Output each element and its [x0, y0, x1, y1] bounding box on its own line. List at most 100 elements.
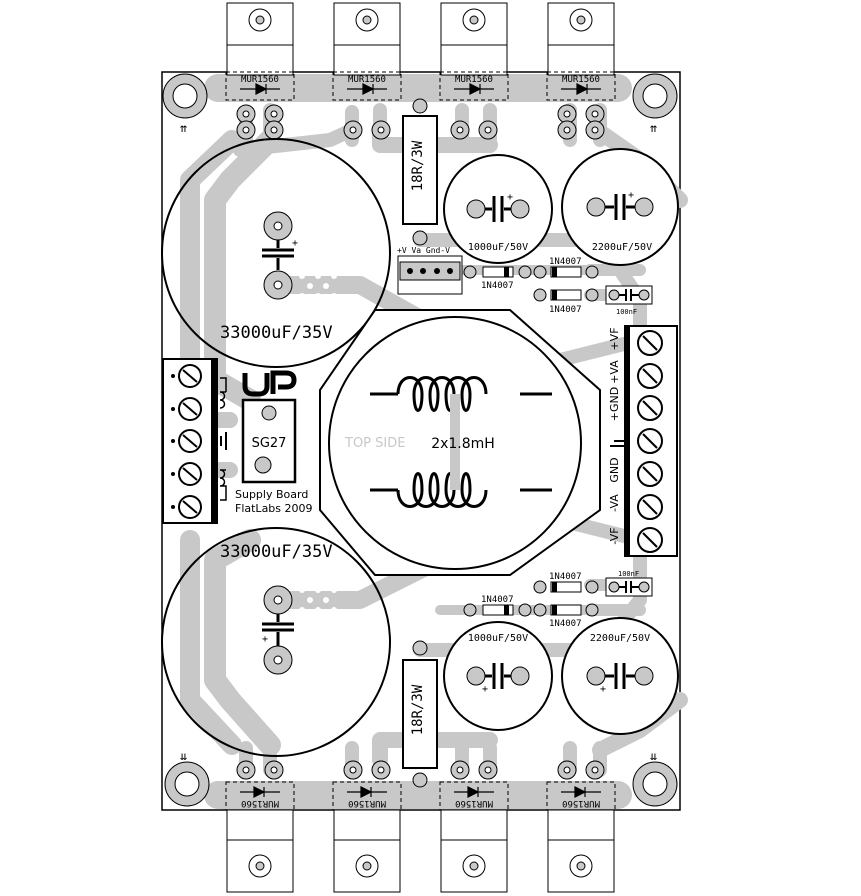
rectifier-footprints-bottom: MUR1560 MUR1560 MUR1560 MUR1560: [225, 760, 616, 811]
ac-symbol-bottom-icon: [219, 469, 227, 501]
diode-1n4007: 1N4007: [533, 257, 599, 279]
big-cap-top: + 33000uF/35V: [161, 138, 391, 368]
ac-terminal-block: [162, 358, 227, 524]
rectifier-label: MUR1560: [241, 75, 279, 85]
screw-terminal: [637, 428, 663, 454]
resistor-top: 18R/3W: [402, 98, 438, 246]
svg-text:+: +: [507, 192, 513, 203]
svg-text:+: +: [292, 238, 298, 249]
rectifier-label: MUR1560: [562, 798, 600, 808]
rectifier-tabs-top: [226, 2, 615, 76]
screw-terminal: [637, 330, 663, 356]
svg-text:1N4007: 1N4007: [481, 595, 514, 605]
svg-text:+: +: [262, 634, 268, 645]
diode-1n4007: 1N4007: [533, 603, 599, 629]
svg-text:⇊: ⇊: [650, 749, 658, 763]
logo-up: [242, 370, 297, 397]
screw-terminal: [637, 527, 663, 553]
rectifier-tabs-bottom: [226, 809, 615, 893]
svg-text:1N4007: 1N4007: [481, 281, 514, 291]
cap-1000uf-top-label: 1000uF/50V: [468, 242, 528, 253]
big-cap-bottom-label: 33000uF/35V: [220, 542, 333, 562]
mounting-hole-br: [632, 761, 678, 807]
mounting-hole-tr: [632, 73, 678, 119]
svg-text:⇈: ⇈: [650, 121, 658, 135]
terminal-label-vf-minus: -VF: [608, 527, 621, 544]
resistor-bottom: 18R/3W: [402, 640, 438, 788]
regulator-ic: SG27: [241, 398, 297, 484]
svg-text:1N4007: 1N4007: [549, 305, 582, 315]
cap-2200uf-bottom: + 2200uF/50V: [561, 617, 679, 735]
terminal-label-vf-plus: +VF: [608, 327, 621, 350]
header-connector: +V Va Gnd-V: [397, 246, 463, 295]
to220-tab: [440, 2, 508, 76]
rectifier-label: MUR1560: [455, 798, 493, 808]
header-label: +V Va Gnd-V: [397, 246, 450, 255]
svg-text:100nF: 100nF: [616, 308, 637, 316]
credit-line-2: FlatLabs 2009: [235, 502, 313, 515]
svg-text:+: +: [482, 684, 488, 695]
film-cap-top: 100nF: [605, 285, 653, 316]
diode-1n4007: 1N4007: [533, 288, 599, 315]
resistor-bottom-label: 18R/3W: [410, 684, 426, 735]
screw-terminal: [171, 397, 202, 421]
screw-terminal: [171, 495, 202, 519]
rectifier-label: MUR1560: [348, 75, 386, 85]
ic-label: SG27: [252, 436, 287, 451]
terminal-label-va-plus: +VA: [608, 360, 621, 384]
big-cap-top-label: 33000uF/35V: [220, 323, 333, 343]
screw-terminal: [171, 429, 202, 453]
terminal-label-gnd-plus: +GND: [608, 387, 621, 421]
film-cap-bottom: 100nF: [605, 570, 653, 597]
rectifier-label: MUR1560: [562, 75, 600, 85]
output-terminal-block: +VF +VA +GND GND -VA -VF: [608, 325, 678, 557]
credits: Supply Board FlatLabs 2009: [235, 488, 313, 515]
screw-terminal: [637, 363, 663, 389]
ac-symbol-top-icon: [219, 377, 227, 409]
mounting-holes: ⇈ ⇈ ⇊ ⇊: [162, 73, 678, 807]
ground-symbol-icon: [220, 432, 227, 450]
svg-text:⇈: ⇈: [180, 121, 188, 135]
rectifier-footprints-top: MUR1560 MUR1560 MUR1560 MUR1560: [225, 71, 616, 140]
terminal-label-va-minus: -VA: [608, 494, 621, 512]
cap-1000uf-top: + 1000uF/50V: [443, 154, 553, 264]
screw-terminal: [637, 494, 663, 520]
credit-line-1: Supply Board: [235, 488, 308, 501]
svg-text:1N4007: 1N4007: [549, 257, 582, 267]
inductor: 2x1.8mH TOP SIDE: [319, 309, 601, 576]
cap-2200uf-top: + 2200uF/50V: [561, 148, 679, 266]
diodes-top: 1N4007 1N4007 1N4007 100nF: [463, 257, 653, 316]
ground-symbol-icon: [610, 440, 628, 447]
svg-text:⇊: ⇊: [180, 749, 188, 763]
svg-text:+: +: [628, 190, 634, 201]
svg-text:+: +: [600, 684, 606, 695]
cap-2200uf-top-label: 2200uF/50V: [592, 242, 652, 253]
resistor-top-label: 18R/3W: [410, 140, 426, 191]
to220-tab: [333, 2, 401, 76]
big-cap-bottom: + 33000uF/35V: [161, 527, 391, 757]
screw-terminal: [171, 462, 202, 486]
rectifier-label: MUR1560: [348, 798, 386, 808]
diode-1n4007: 1N4007: [463, 265, 532, 291]
svg-text:100nF: 100nF: [618, 570, 639, 578]
rectifier-label: MUR1560: [241, 798, 279, 808]
to220-tab: [226, 2, 294, 76]
cap-1000uf-bottom: + 1000uF/50V: [443, 621, 553, 731]
screw-terminal: [637, 395, 663, 421]
diodes-bottom: 1N4007 1N4007 1N4007 100nF: [463, 570, 653, 629]
cap-1000uf-bottom-label: 1000uF/50V: [468, 633, 528, 644]
side-label: TOP SIDE: [344, 436, 405, 451]
inductor-label: 2x1.8mH: [431, 436, 495, 452]
screw-terminal: [637, 461, 663, 487]
svg-text:1N4007: 1N4007: [549, 619, 582, 629]
to220-tab: [547, 2, 615, 76]
cap-2200uf-bottom-label: 2200uF/50V: [590, 633, 650, 644]
svg-text:1N4007: 1N4007: [549, 572, 582, 582]
screw-terminal: [171, 364, 202, 388]
diode-1n4007: 1N4007: [463, 595, 532, 617]
diode-1n4007: 1N4007: [533, 572, 599, 594]
rectifier-label: MUR1560: [455, 75, 493, 85]
terminal-label-gnd-minus: GND: [608, 457, 621, 482]
mounting-hole-bl: [164, 761, 210, 807]
